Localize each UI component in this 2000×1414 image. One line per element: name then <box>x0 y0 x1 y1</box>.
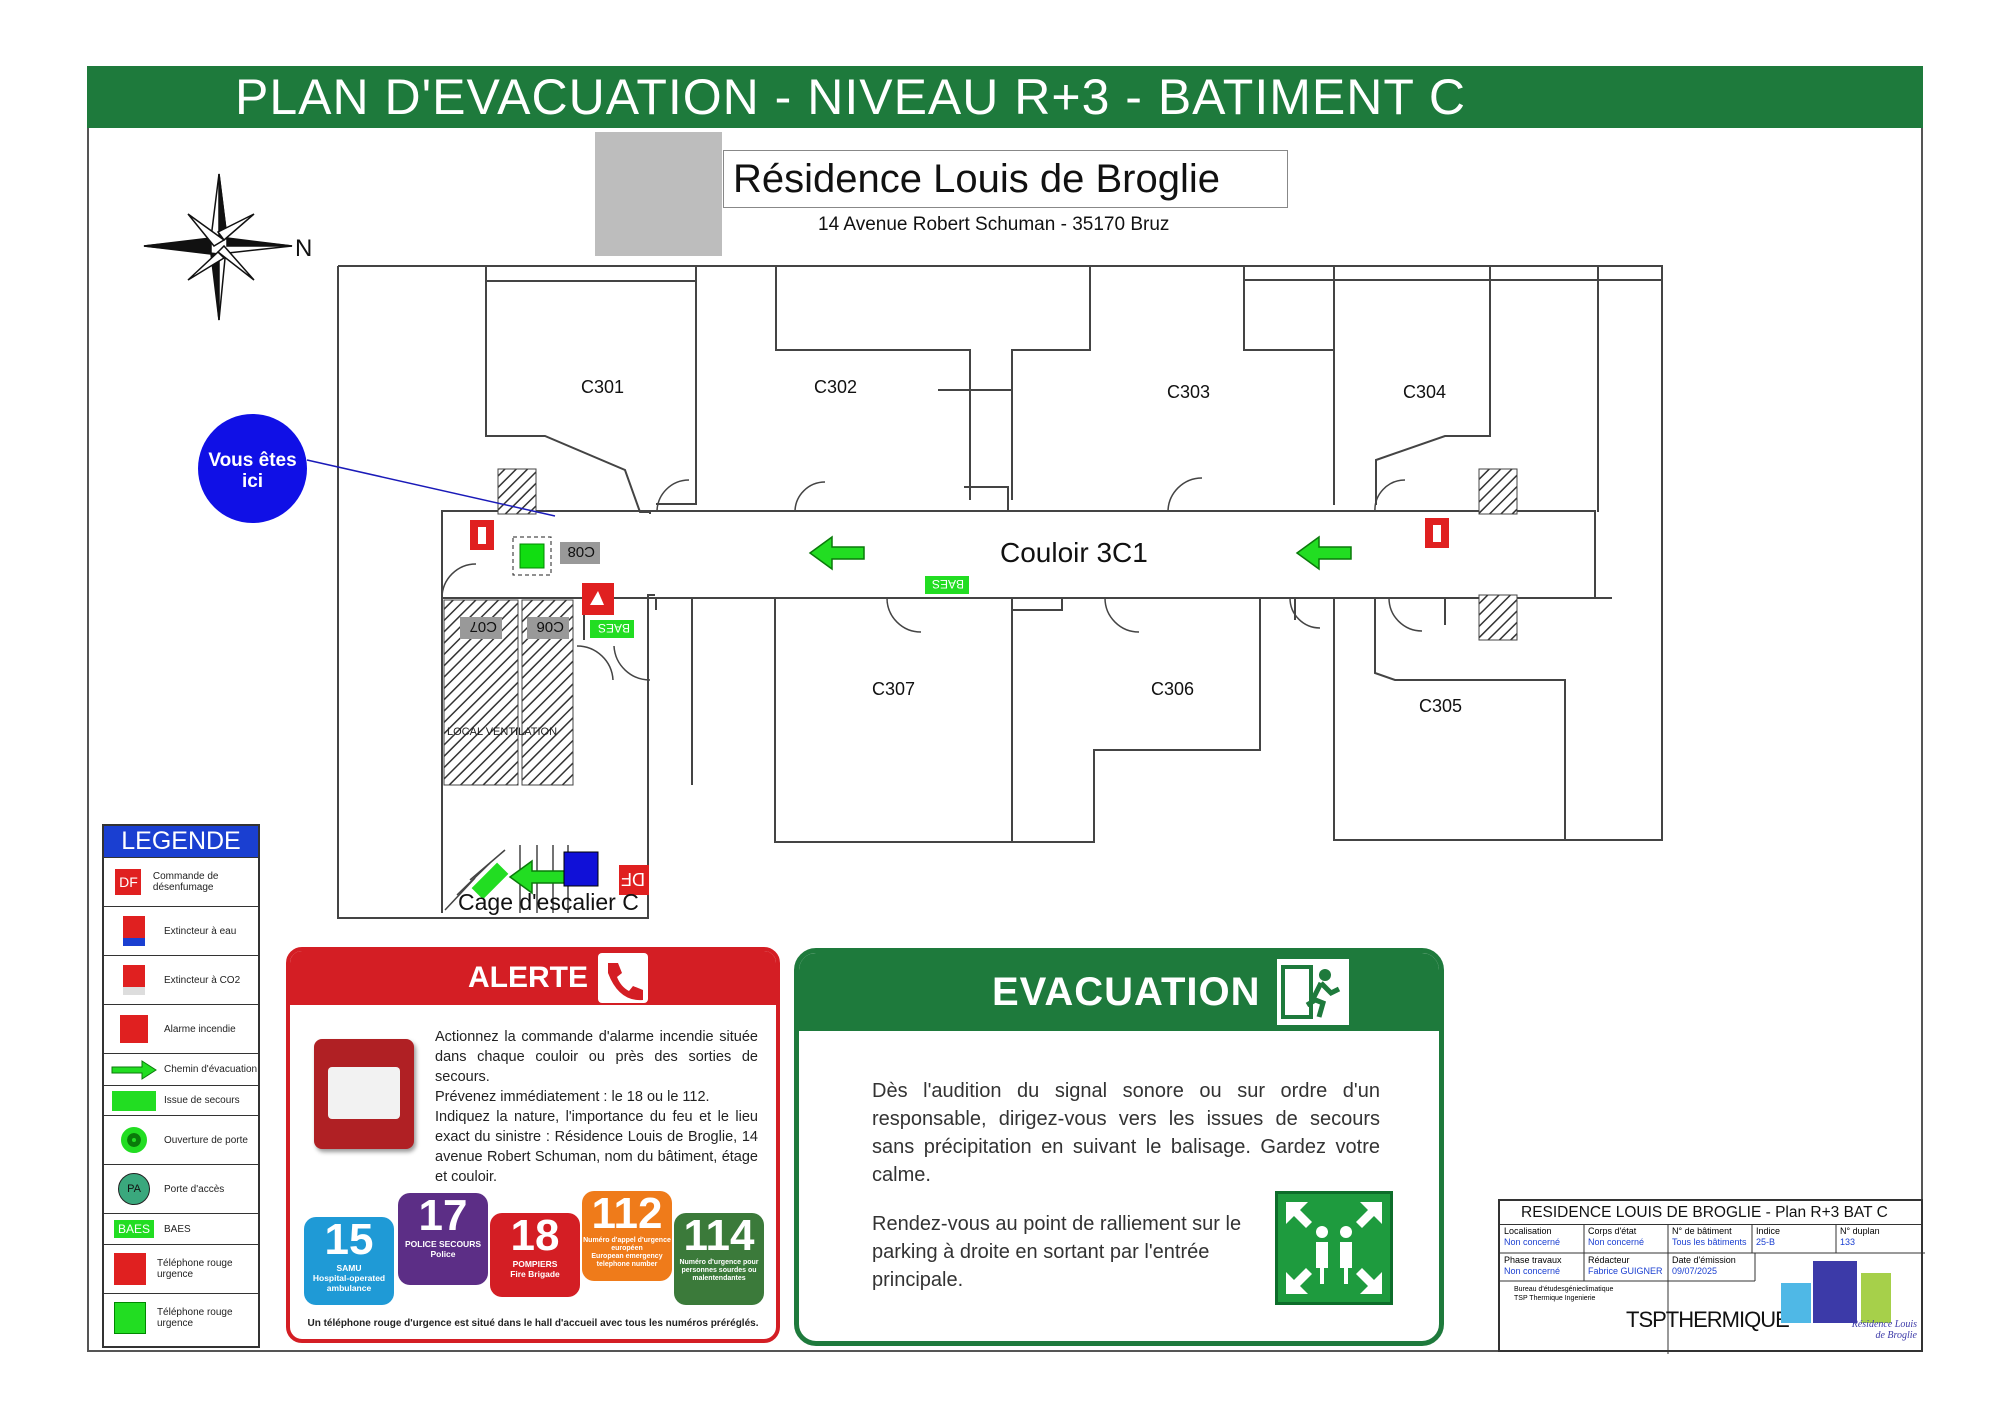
tech-room-c08: C08 <box>560 542 600 564</box>
fire-alarm-icon <box>120 1015 148 1043</box>
baes-icon: BAES <box>590 620 634 638</box>
title-block-title: RESIDENCE LOUIS DE BROGLIE - Plan R+3 BA… <box>1500 1201 1921 1225</box>
evacuation-title: EVACUATION <box>992 970 1261 1014</box>
svg-text:C08: C08 <box>567 543 595 560</box>
compass-north-label: N <box>295 235 312 262</box>
svg-text:DF: DF <box>621 869 645 889</box>
corridor-label: Couloir 3C1 <box>1000 537 1148 568</box>
legend-item: Ouverture de porte <box>104 1115 258 1164</box>
water-extinguisher-icon <box>1425 518 1449 548</box>
legend-item: Chemin d'évacuation <box>104 1053 258 1085</box>
door-opening-icon <box>519 543 545 569</box>
room-c301: C301 <box>581 377 625 397</box>
svg-text:BAES: BAES <box>932 577 964 591</box>
legend-item: Alarme incendie <box>104 1004 258 1053</box>
stair-label: Cage d'escalier C <box>458 889 639 915</box>
evacuation-header: EVACUATION <box>799 953 1439 1031</box>
residence-address: 14 Avenue Robert Schuman - 35170 Bruz <box>818 214 1170 235</box>
door-opening-icon <box>121 1127 147 1153</box>
evacuation-text-1: Dès l'audition du signal sonore ou sur o… <box>872 1080 1380 1186</box>
emergency-exit-icon <box>112 1090 156 1111</box>
alerte-title: ALERTE <box>468 961 588 994</box>
room-c306: C306 <box>1151 679 1195 699</box>
baes-icon <box>471 862 509 900</box>
baes-icon: BAES <box>114 1220 154 1238</box>
smoke-control-icon: DF <box>115 869 142 895</box>
co2-extinguisher-icon <box>123 965 145 995</box>
svg-text:BAES: BAES <box>598 621 630 635</box>
green-phone-icon <box>114 1302 147 1334</box>
fire-alarm-icon <box>582 583 614 615</box>
room-c302: C302 <box>814 377 858 397</box>
legend-item: Extincteur à eau <box>104 906 258 955</box>
alerte-panel: ALERTE Actionnez la commande d'alarme in… <box>286 947 780 1343</box>
local-ventilation-label: LOCAL VENTILATION <box>447 726 557 738</box>
assembly-point-icon <box>1275 1191 1393 1305</box>
tsp-logo: TSPTHERMIQUE <box>1626 1307 1790 1332</box>
evacuation-arrow-icon <box>1295 535 1352 571</box>
room-c305: C305 <box>1419 696 1463 716</box>
title-block: RESIDENCE LOUIS DE BROGLIE - Plan R+3 BA… <box>1498 1199 1925 1354</box>
phone-fire-icon <box>598 953 648 1003</box>
evacuation-panel: EVACUATION Dès l'audition du signal sono… <box>794 948 1444 1346</box>
title-block-grid <box>1500 1225 1925 1354</box>
alerte-footer: Un téléphone rouge d'urgence est situé d… <box>307 1318 759 1329</box>
emergency-exit-icon <box>1274 956 1352 1028</box>
alerte-header: ALERTE <box>290 951 776 1005</box>
legend-item: Issue de secours <box>104 1085 258 1115</box>
evacuation-arrow-icon <box>808 535 865 571</box>
alarm-callpoint-image <box>314 1039 414 1149</box>
svg-text:C06: C06 <box>536 618 564 635</box>
residence-logo: Résidence Louis de Broglie <box>1777 1261 1917 1349</box>
you-are-here-marker: Vous êtes ici <box>198 414 307 523</box>
room-c303: C303 <box>1167 382 1211 402</box>
access-door-icon <box>563 851 599 887</box>
walls <box>337 265 1663 919</box>
compass-rose-icon <box>143 173 293 321</box>
alerte-text: Actionnez la commande d'alarme incendie … <box>435 1029 758 1185</box>
legend-item: Téléphone rouge urgence <box>104 1293 258 1342</box>
residence-name: Résidence Louis de Broglie <box>723 150 1288 208</box>
baes-icon: BAES <box>925 576 969 594</box>
red-phone-icon <box>114 1253 147 1285</box>
tech-room-c06: C06 <box>527 617 569 639</box>
evacuation-text-2: Rendez-vous au point de ralliement sur l… <box>872 1213 1242 1291</box>
evacuation-arrow-icon <box>111 1059 157 1080</box>
building-photo-placeholder <box>595 132 722 256</box>
legend-item: Extincteur à CO2 <box>104 955 258 1004</box>
legend-title: LEGENDE <box>104 826 258 857</box>
svg-text:C07: C07 <box>469 618 497 635</box>
access-door-icon: PA <box>118 1173 150 1205</box>
room-c307: C307 <box>872 679 916 699</box>
tech-room-c07: C07 <box>460 617 502 639</box>
smoke-control-icon: DF <box>619 865 649 895</box>
water-extinguisher-icon <box>470 520 494 550</box>
legend-item: Téléphone rouge urgence <box>104 1244 258 1293</box>
page-title: PLAN D'EVACUATION - NIVEAU R+3 - BATIMEN… <box>87 66 1923 128</box>
room-c304: C304 <box>1403 382 1447 402</box>
water-extinguisher-icon <box>123 916 145 946</box>
